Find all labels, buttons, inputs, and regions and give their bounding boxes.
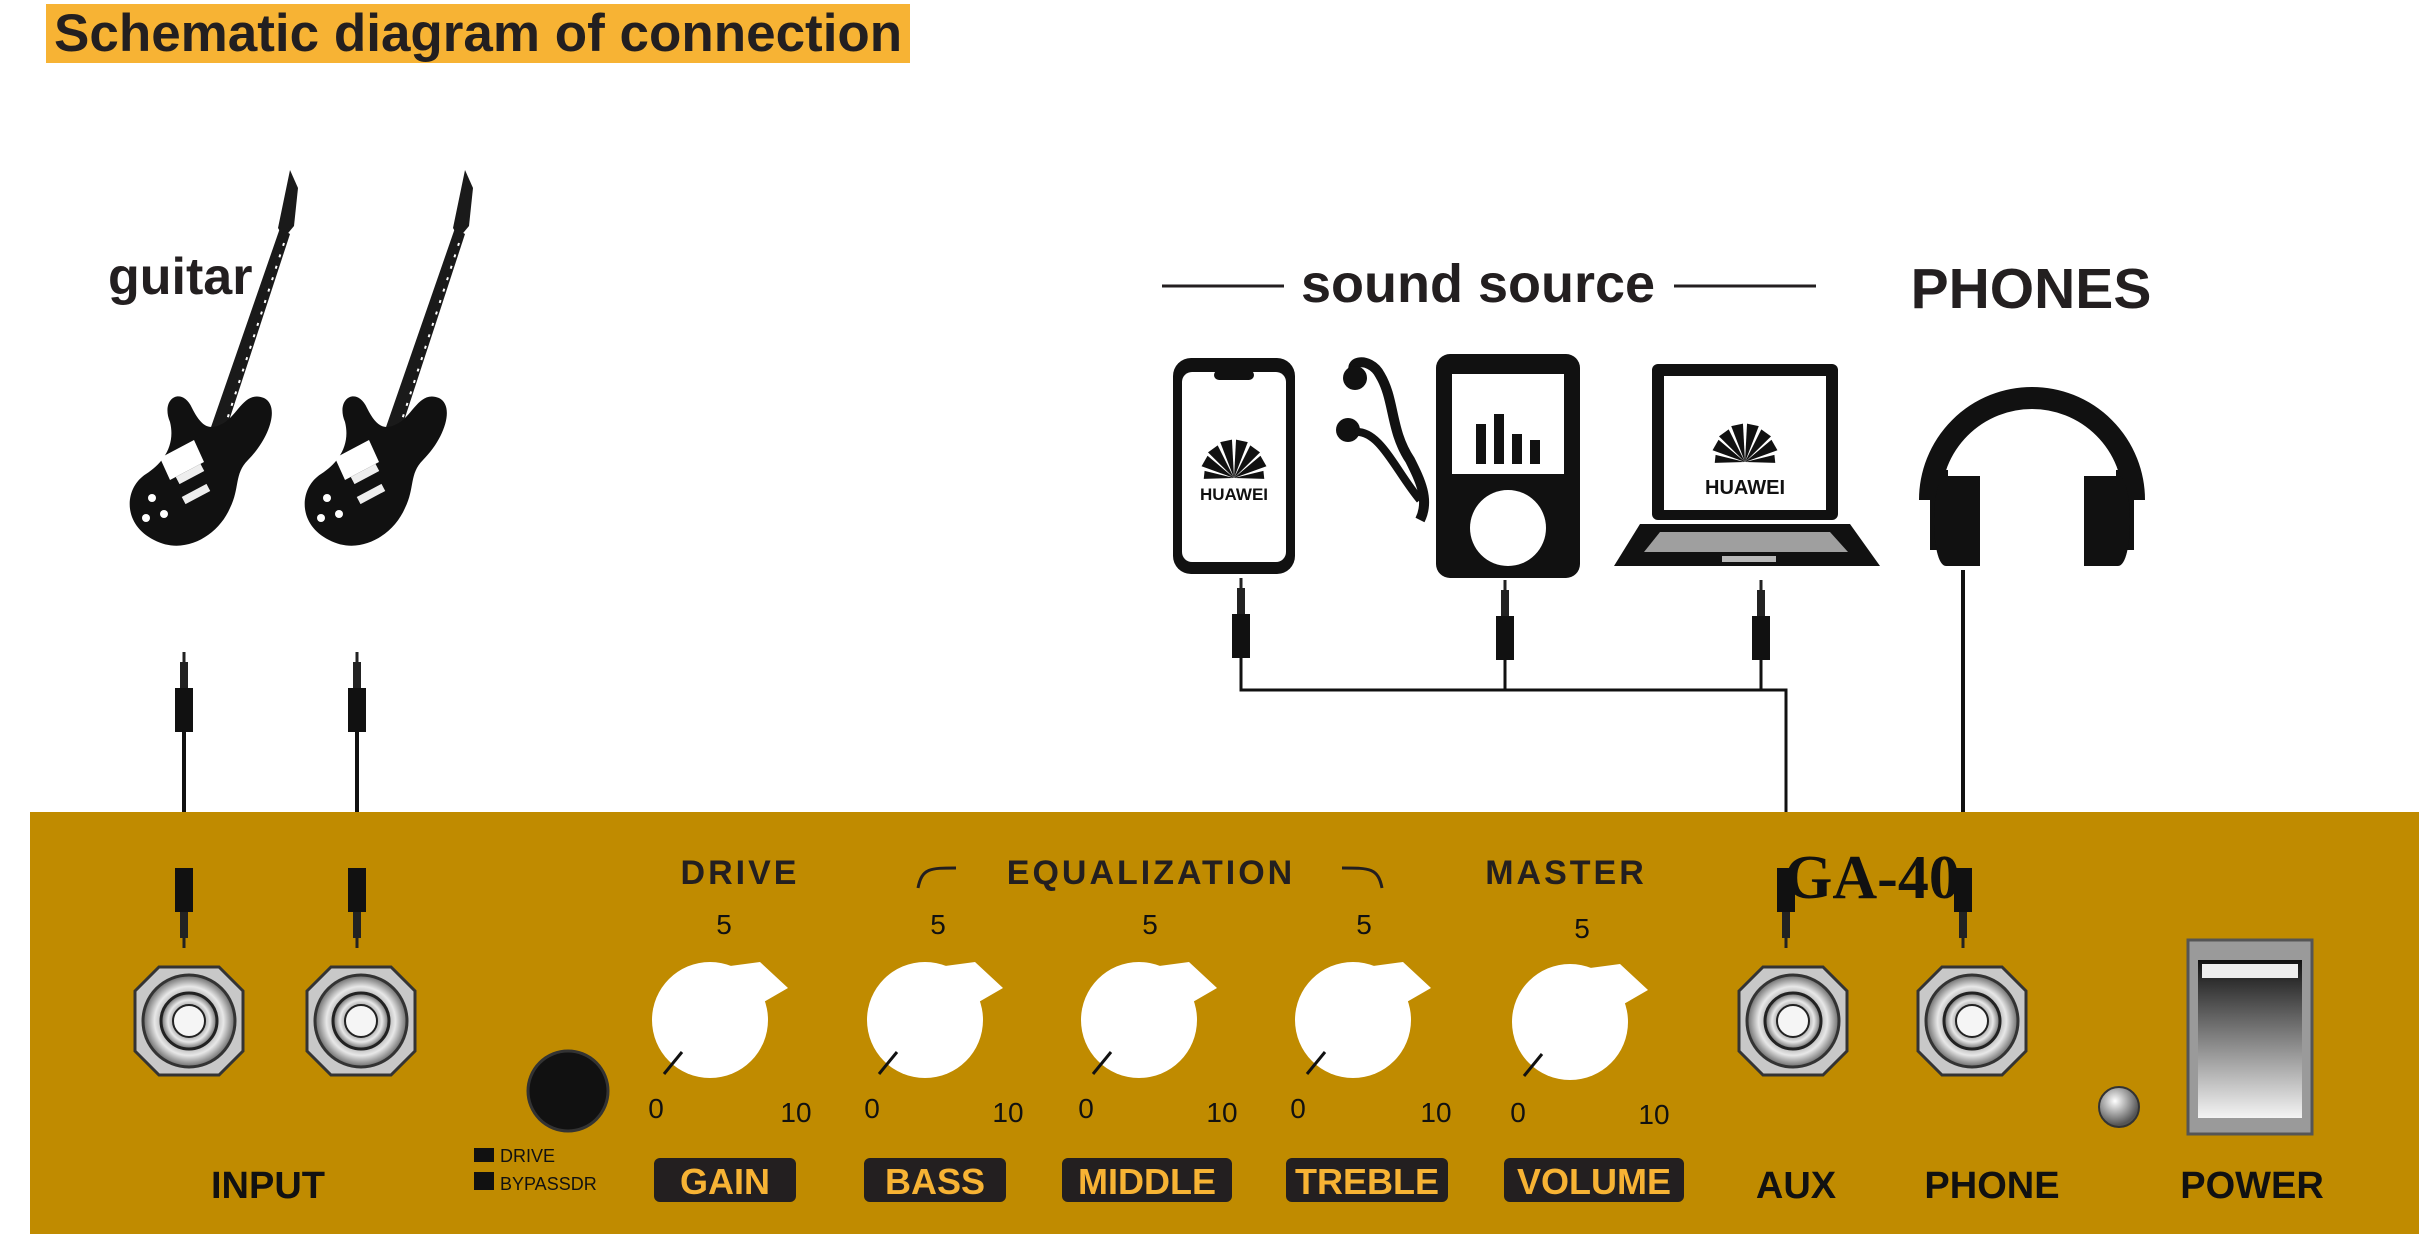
guitar-2-icon bbox=[303, 169, 474, 547]
treble-scale-max: 10 bbox=[1420, 1097, 1451, 1128]
volume-scale-mid: 5 bbox=[1574, 913, 1590, 944]
laptop-brand-text: HUAWEI bbox=[1705, 477, 1785, 499]
treble-scale-min: 0 bbox=[1290, 1093, 1306, 1124]
bass-label: BASS bbox=[885, 1161, 985, 1202]
middle-scale-min: 0 bbox=[1078, 1093, 1094, 1124]
treble-label: TREBLE bbox=[1295, 1161, 1439, 1202]
model-name: GA-40 bbox=[1784, 844, 1960, 912]
phone-label: PHONE bbox=[1924, 1165, 2059, 1207]
volume-scale-max: 10 bbox=[1638, 1099, 1669, 1130]
master-section-title: MASTER bbox=[1485, 854, 1647, 892]
power-led bbox=[2098, 1086, 2140, 1128]
player-source-plug-icon bbox=[1496, 580, 1514, 660]
input-jack-2[interactable] bbox=[305, 965, 417, 1077]
laptop-source-plug-icon bbox=[1752, 580, 1770, 660]
diagram-title: Schematic diagram of connection bbox=[46, 4, 911, 63]
volume-label: VOLUME bbox=[1517, 1161, 1671, 1202]
gain-scale-mid: 5 bbox=[716, 909, 732, 940]
volume-scale-min: 0 bbox=[1510, 1097, 1526, 1128]
middle-label: MIDDLE bbox=[1078, 1161, 1216, 1202]
gain-scale-min: 0 bbox=[648, 1093, 664, 1124]
guitar-label: guitar bbox=[108, 248, 252, 306]
input-label: INPUT bbox=[211, 1165, 325, 1207]
mp3-player-icon bbox=[1336, 354, 1580, 578]
phone-jack[interactable] bbox=[1916, 965, 2028, 1077]
phones-label: PHONES bbox=[1911, 257, 2152, 321]
bypass-mode-label: BYPASSDR bbox=[500, 1174, 597, 1194]
middle-knob-group: 5 0 10 MIDDLE bbox=[1062, 909, 1238, 1202]
middle-scale-max: 10 bbox=[1206, 1097, 1237, 1128]
aux-label: AUX bbox=[1756, 1165, 1837, 1207]
gain-knob-group: 5 0 10 GAIN bbox=[648, 909, 812, 1202]
equalization-section-title: EQUALIZATION bbox=[1007, 854, 1295, 892]
drive-mode-label: DRIVE bbox=[500, 1146, 555, 1166]
guitar-2-plug-top-icon bbox=[348, 652, 366, 732]
phone-source-plug-icon bbox=[1232, 578, 1250, 658]
smartphone-icon: HUAWEI bbox=[1173, 358, 1295, 574]
gain-scale-max: 10 bbox=[780, 1097, 811, 1128]
bypass-mode-swatch bbox=[474, 1172, 494, 1190]
bass-scale-mid: 5 bbox=[930, 909, 946, 940]
middle-scale-mid: 5 bbox=[1142, 909, 1158, 940]
volume-knob-group: 5 0 10 VOLUME bbox=[1504, 913, 1684, 1202]
power-switch[interactable] bbox=[2186, 938, 2314, 1136]
input-jack-1[interactable] bbox=[133, 965, 245, 1077]
headphones-icon bbox=[1919, 387, 2145, 566]
phone-brand-text: HUAWEI bbox=[1200, 485, 1268, 504]
drive-footswitch[interactable] bbox=[526, 1049, 610, 1133]
treble-scale-mid: 5 bbox=[1356, 909, 1372, 940]
guitar-1-plug-top-icon bbox=[175, 652, 193, 732]
bass-knob-group: 5 0 10 BASS bbox=[864, 909, 1024, 1202]
laptop-icon: HUAWEI bbox=[1614, 364, 1880, 566]
bass-scale-min: 0 bbox=[864, 1093, 880, 1124]
sound-source-label: sound source bbox=[1301, 254, 1655, 314]
aux-jack[interactable] bbox=[1737, 965, 1849, 1077]
treble-knob-group: 5 0 10 TREBLE bbox=[1286, 909, 1452, 1202]
bass-scale-max: 10 bbox=[992, 1097, 1023, 1128]
power-label: POWER bbox=[2180, 1165, 2324, 1207]
drive-section-title: DRIVE bbox=[681, 854, 800, 892]
guitar-1-icon bbox=[128, 169, 299, 547]
gain-label: GAIN bbox=[680, 1161, 770, 1202]
drive-mode-swatch bbox=[474, 1148, 494, 1162]
